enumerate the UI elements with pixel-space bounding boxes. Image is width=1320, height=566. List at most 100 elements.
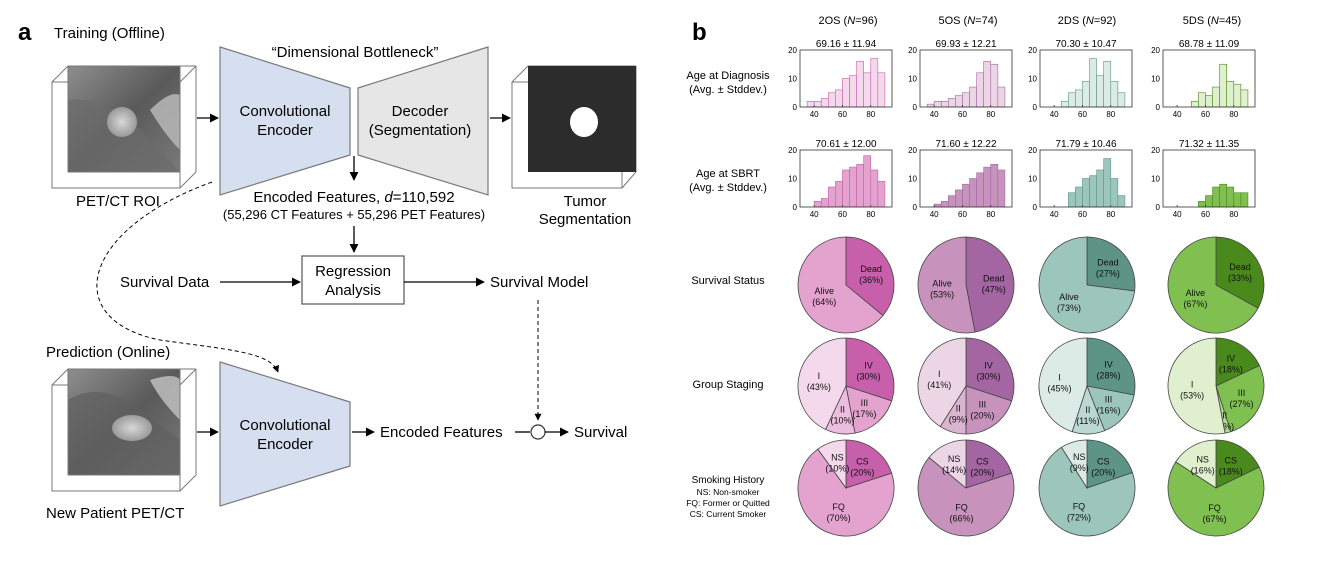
pie-label: II(11%) [1076,405,1099,426]
y-tick-label: 10 [1151,175,1160,184]
pie-label: FQ(70%) [827,502,851,523]
histogram-title: 71.32 ± 11.35 [1179,139,1240,150]
x-tick-label: 60 [1201,210,1210,219]
pie-label: Dead(27%) [1096,258,1120,279]
histogram-title: 70.30 ± 10.47 [1055,39,1117,50]
pie-label: CS(18%) [1219,455,1243,476]
x-tick-label: 80 [986,110,995,119]
pie-slice-iii [1086,385,1135,432]
chart-2os-group-staging: IV(30%)III(17%)II(10%)I(43%) [797,337,895,435]
x-tick-label: 60 [1078,210,1087,219]
histogram-bar [1191,101,1199,108]
histogram-bar [820,98,829,108]
histogram-bar [828,186,836,208]
x-tick-label: 80 [1106,210,1115,219]
histogram-bar [1198,92,1206,108]
x-tick-label: 40 [810,110,819,119]
pie-label: IV(30%) [977,361,1001,382]
histogram-bar [948,195,956,208]
histogram-bar [856,61,864,108]
y-tick-label: 20 [788,146,797,155]
histogram-title: 68.78 ± 11.09 [1179,39,1240,50]
pie-slice-iv [1215,337,1260,387]
pie-slice-alive [1167,236,1259,334]
histogram-frame [799,49,893,108]
histogram-bar [1082,178,1090,208]
histogram-bar [1198,201,1206,208]
pie-label: I(43%) [807,371,831,392]
pie-label: II(10%) [831,405,855,426]
y-tick-label: 10 [908,175,917,184]
histogram-bar [849,166,857,208]
column-header-5ds: 5DS (N=45) [1183,15,1241,27]
pie-label: Alive(67%) [1183,288,1207,309]
histogram-bar [976,172,984,208]
bottleneck-label: “Dimensional Bottleneck” [272,44,439,61]
histogram-bar [1096,75,1104,108]
y-tick-label: 0 [1156,103,1161,112]
histogram-bar [1110,178,1119,208]
y-tick-label: 0 [1033,103,1038,112]
x-tick-label: 40 [1173,210,1182,219]
petct-roi-cube [51,65,197,189]
pie-slice-iv [1086,337,1136,396]
pie-slice-i [1167,337,1226,435]
histogram-bar [842,78,850,108]
column-header-2ds: 2DS (N=92) [1058,15,1116,27]
pie-slice-fq [797,448,895,537]
x-tick-label: 40 [1050,210,1059,219]
pie-label: FQ(66%) [949,503,973,524]
pie-label: NS(14%) [942,454,966,475]
x-tick-label: 60 [1201,110,1210,119]
histogram-bar [863,155,872,208]
pie-slice-cs [845,439,893,489]
pie-slice-fq [1167,461,1265,537]
pie-slice-ns [1175,439,1217,489]
column-header-2os: 2OS (N=96) [818,15,877,27]
pie-slice-dead [845,236,895,317]
histogram-bar [1060,101,1069,108]
chart-2ds-smoking-history: CS(20%)FQ(72%)NS(9%) [1038,439,1136,537]
pie-slice-cs [1086,439,1133,489]
histogram-bar [1212,186,1220,208]
x-tick-label: 80 [1106,110,1115,119]
histogram-bar [1075,89,1083,108]
pred-encoder-label-1: Convolutional [240,417,331,434]
histogram-bar [835,89,843,108]
pie-label: I(53%) [1180,379,1204,400]
y-tick-label: 20 [788,46,797,55]
pie-label: CS(20%) [970,456,994,477]
pie-label: CS(20%) [1091,456,1115,477]
x-tick-label: 60 [1078,110,1087,119]
survival-label: Survival [574,424,627,441]
y-tick-label: 10 [1028,175,1037,184]
histogram-bar [1205,195,1213,208]
regression-analysis-box [301,255,405,305]
pie-label: II(9%) [949,404,968,425]
x-tick-label: 80 [866,210,875,219]
pie-label: FQ(67%) [1203,503,1227,524]
pie-slice-alive [797,236,884,334]
histogram-bar [820,198,829,208]
x-tick-label: 80 [866,110,875,119]
pie-label: FQ(72%) [1067,502,1091,523]
decoder-shape [357,46,489,196]
pie-label: I(45%) [1047,373,1071,394]
histogram-bar [990,63,999,108]
pie-label: II(2%) [1215,410,1234,431]
row-label-smoking-ns: NS: Non-smoker [697,487,760,497]
encoded-features-label: Encoded Features, d=110,592 [253,189,454,206]
x-tick-label: 40 [810,210,819,219]
decoder-label-2: (Segmentation) [369,122,472,139]
row-label-smoking-fq: FQ: Former or Quitted [686,498,770,508]
pie-slice-alive [1038,236,1136,334]
y-tick-label: 10 [788,75,797,84]
pie-label: NS(16%) [1191,455,1215,476]
chart-2os-survival-status: Dead(36%)Alive(64%) [797,236,895,334]
dashed-encoder-transfer [96,181,279,373]
histogram-bar [1089,58,1097,108]
pie-label: Alive(64%) [812,286,836,307]
